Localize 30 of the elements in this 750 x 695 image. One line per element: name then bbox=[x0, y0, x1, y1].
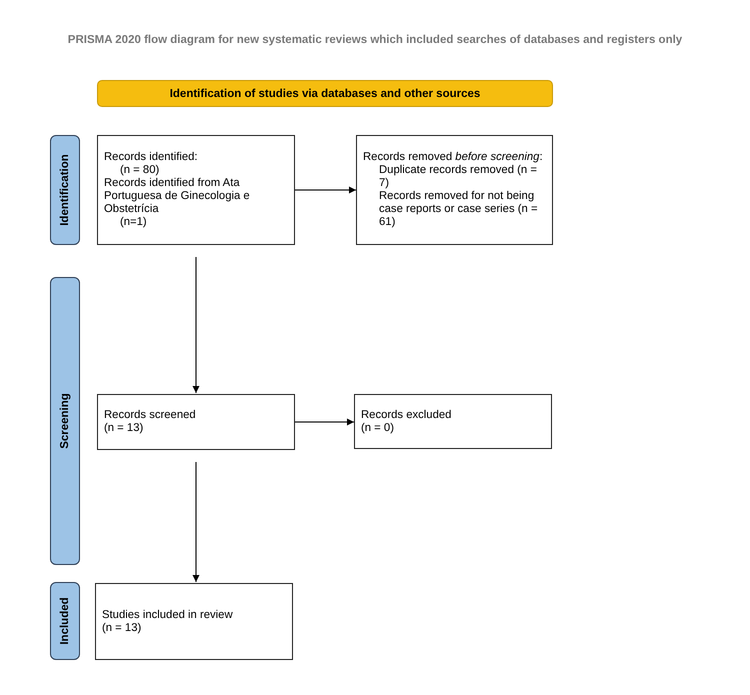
section-header: Identification of studies via databases and other sources bbox=[97, 80, 553, 107]
arrow bbox=[294, 186, 356, 194]
process-box bbox=[97, 394, 295, 450]
process-box bbox=[354, 394, 552, 449]
box-text: Records removed before screening: bbox=[363, 151, 544, 164]
box-text: Records identified from Ata Portuguesa de Ginecologia e Obstetrícia bbox=[104, 177, 251, 216]
process-box bbox=[97, 135, 295, 245]
box-text: Records excluded bbox=[361, 408, 452, 422]
box-text: Studies included in review bbox=[102, 608, 234, 622]
box-text: Duplicate records removed (n = 7) bbox=[378, 164, 538, 190]
box-text: (n=1) bbox=[119, 216, 148, 229]
phase-band bbox=[50, 277, 80, 565]
phase-band bbox=[50, 582, 80, 660]
phase-label: Included bbox=[59, 597, 71, 645]
phase-band bbox=[50, 135, 80, 245]
box-text: Records identified: bbox=[104, 151, 199, 164]
box-text: Records removed for not being case reports or case series (n = 61) bbox=[378, 190, 539, 229]
box-text: (n = 80) bbox=[119, 164, 160, 177]
arrow bbox=[192, 256, 200, 394]
phase-label: Screening bbox=[59, 393, 71, 449]
process-box bbox=[95, 583, 293, 660]
box-text: (n = 13) bbox=[102, 622, 142, 634]
arrow bbox=[192, 462, 200, 582]
diagram-title: PRISMA 2020 flow diagram for new systematic reviews which included searches of databases and registers only bbox=[66, 34, 684, 46]
box-text: Records screened bbox=[104, 409, 197, 422]
arrow bbox=[294, 418, 354, 426]
box-text: (n = 0) bbox=[361, 422, 395, 434]
box-text: (n = 13) bbox=[104, 422, 144, 435]
process-box bbox=[356, 135, 553, 245]
phase-label: Identification bbox=[59, 154, 71, 226]
